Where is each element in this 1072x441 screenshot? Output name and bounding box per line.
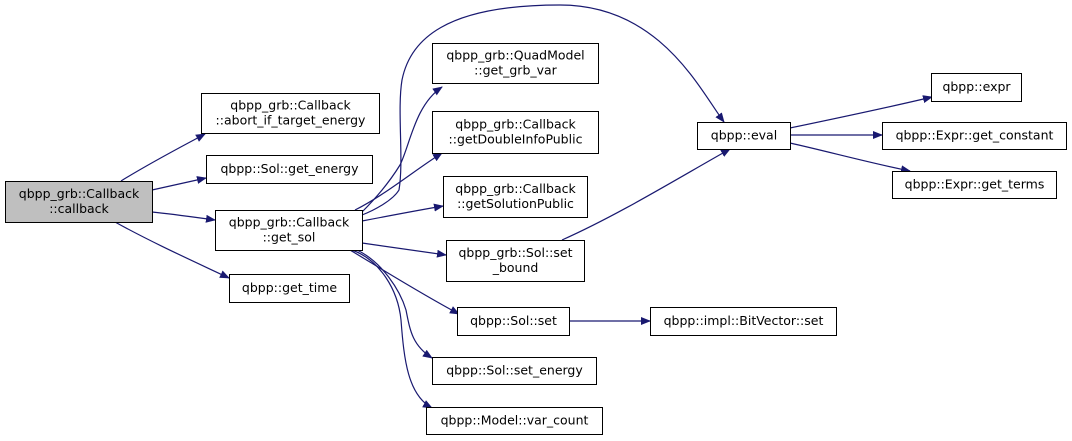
node-get_sol[interactable]: qbpp_grb::Callback::get_sol	[215, 210, 363, 251]
node-get_constant[interactable]: qbpp::Expr::get_constant	[882, 122, 1067, 150]
node-box	[882, 122, 1067, 150]
node-label-line: qbpp::Model::var_count	[441, 413, 589, 428]
node-set_energy[interactable]: qbpp::Sol::set_energy	[432, 357, 597, 385]
node-callback[interactable]: qbpp_grb::Callback::callback	[5, 181, 153, 223]
node-get_grb_var[interactable]: qbpp_grb::QuadModel::get_grb_var	[432, 43, 599, 84]
node-label-line: qbpp::Expr::get_terms	[905, 177, 1045, 192]
edge-callback-to-get_energy	[151, 176, 207, 191]
node-label-line: ::get_grb_var	[474, 63, 558, 78]
edge-get_sol-to-sol_set	[349, 249, 460, 315]
edge-get_sol-to-getDoubleInfoPublic	[354, 152, 443, 211]
node-box	[206, 155, 373, 184]
node-expr[interactable]: qbpp::expr	[931, 73, 1022, 102]
edge-eval-to-get_terms	[789, 142, 911, 174]
node-box	[215, 210, 363, 251]
node-box	[892, 171, 1057, 199]
node-label-line: qbpp_grb::Callback	[19, 186, 140, 201]
edge-get_sol-to-eval	[361, 4, 725, 216]
node-bitvector_set[interactable]: qbpp::impl::BitVector::set	[650, 307, 837, 336]
edge-get_sol-to-set_bound	[361, 242, 447, 258]
node-label-line: qbpp::Expr::get_constant	[896, 128, 1054, 143]
node-get_energy[interactable]: qbpp::Sol::get_energy	[206, 155, 373, 184]
edge-get_sol-to-get_grb_var	[361, 86, 443, 213]
node-box	[650, 307, 837, 336]
node-box	[457, 307, 570, 336]
node-label-line: qbpp::eval	[711, 128, 777, 143]
node-box	[697, 122, 791, 150]
edge-get_sol-to-var_count	[351, 249, 433, 409]
node-label-line: qbpp::Sol::get_energy	[221, 161, 360, 176]
node-label-line: _bound	[492, 260, 539, 275]
node-var_count[interactable]: qbpp::Model::var_count	[426, 407, 603, 435]
node-box	[931, 73, 1022, 102]
node-label-line: qbpp_grb::Callback	[455, 181, 576, 196]
node-label-line: qbpp_grb::QuadModel	[446, 48, 584, 63]
edge-callback-to-get_sol	[151, 211, 216, 223]
node-abort_if_target_energy[interactable]: qbpp_grb::Callback::abort_if_target_ener…	[201, 93, 380, 134]
node-label-line: qbpp_grb::Callback	[229, 215, 350, 230]
node-sol_set[interactable]: qbpp::Sol::set	[457, 307, 570, 336]
node-get_time[interactable]: qbpp::get_time	[229, 274, 350, 303]
edge-get_sol-to-getSolutionPublic	[361, 203, 444, 222]
node-label-line: ::callback	[49, 201, 109, 216]
node-label-line: ::abort_if_target_energy	[216, 113, 366, 128]
edge-callback-to-abort_if_target_energy	[120, 133, 206, 182]
node-eval[interactable]: qbpp::eval	[697, 122, 791, 150]
edge-callback-to-get_time	[114, 221, 230, 279]
node-label-line: qbpp::impl::BitVector::set	[664, 313, 824, 328]
node-label-line: qbpp::Sol::set	[470, 313, 557, 328]
edge-get_sol-to-set_energy	[356, 249, 433, 359]
node-getDoubleInfoPublic[interactable]: qbpp_grb::Callback::getDoubleInfoPublic	[432, 111, 599, 154]
node-box	[432, 43, 599, 84]
node-get_terms[interactable]: qbpp::Expr::get_terms	[892, 171, 1057, 199]
node-box	[5, 181, 153, 223]
edge-set_bound-to-eval	[561, 148, 731, 241]
node-box	[446, 240, 585, 282]
node-set_bound[interactable]: qbpp_grb::Sol::set_bound	[446, 240, 585, 282]
edge-eval-to-expr	[789, 95, 933, 129]
node-box	[229, 274, 350, 303]
node-box	[432, 111, 599, 154]
node-label-line: qbpp::expr	[942, 79, 1011, 94]
node-label-line: qbpp::get_time	[242, 280, 337, 295]
node-box	[443, 176, 588, 218]
node-label-line: qbpp_grb::Callback	[455, 117, 576, 132]
node-box	[432, 357, 597, 385]
node-label-line: qbpp_grb::Callback	[230, 98, 351, 113]
edges-layer	[114, 4, 933, 409]
nodes-layer: qbpp_grb::Callback::callbackqbpp_grb::Ca…	[5, 43, 1067, 435]
node-label-line: qbpp::Sol::set_energy	[446, 363, 583, 378]
node-label-line: qbpp_grb::Sol::set	[458, 245, 572, 260]
node-box	[426, 407, 603, 435]
node-box	[201, 93, 380, 134]
node-label-line: ::getSolutionPublic	[457, 196, 574, 211]
node-label-line: ::get_sol	[263, 230, 316, 245]
node-label-line: ::getDoubleInfoPublic	[449, 132, 583, 147]
node-getSolutionPublic[interactable]: qbpp_grb::Callback::getSolutionPublic	[443, 176, 588, 218]
